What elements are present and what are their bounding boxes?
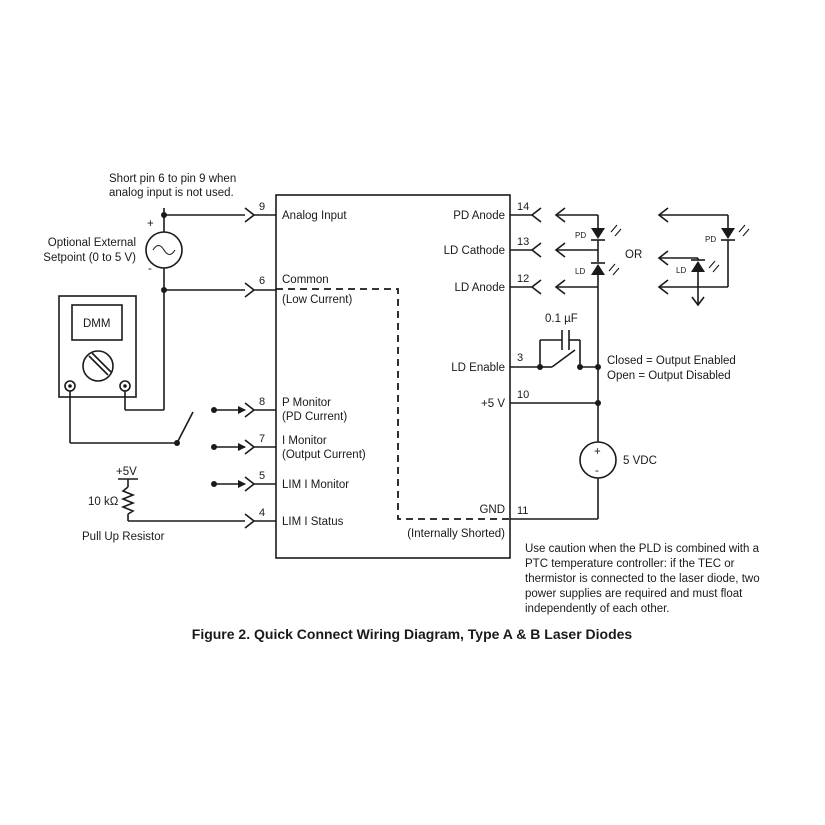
short-pin-note-line-2: analog input is not used.: [109, 187, 234, 199]
selector-contacts: [211, 406, 246, 488]
right-pin-11: 11 GND (Internally Shorted): [407, 504, 598, 540]
pin-number: 13: [517, 236, 529, 248]
dmm-body: [58, 295, 137, 398]
pin-label: LD Cathode: [444, 245, 505, 257]
left-pin-8: 8 P Monitor (PD Current): [244, 396, 347, 423]
pin-number: 6: [259, 275, 265, 287]
pullup-label: Pull Up Resistor: [82, 531, 165, 543]
dmm-dial: [82, 350, 114, 382]
pin-label: Analog Input: [282, 210, 347, 222]
capacitor-label: 0.1 µF: [545, 313, 578, 325]
dmm-meter: DMM: [58, 295, 194, 446]
svg-text:Use caution when the PLD is co: Use caution when the PLD is combined wit…: [525, 543, 760, 555]
dmm-display: [71, 304, 123, 341]
pin-number: 11: [517, 505, 528, 517]
setpoint-label-line-1: Optional External: [48, 237, 136, 249]
pin-label: LD Enable: [451, 362, 505, 374]
power-supply: + - 5 VDC: [579, 400, 657, 519]
pin-label-2: (Low Current): [282, 294, 352, 306]
right-pin-13: 13 LD Cathode: [444, 236, 542, 258]
pin-label-2: (PD Current): [282, 411, 347, 423]
svg-text:thermistor is connected to the: thermistor is connected to the laser dio…: [525, 573, 760, 585]
right-pin-14: 14 PD Anode: [453, 201, 542, 223]
figure-caption: Figure 2. Quick Connect Wiring Diagram, …: [192, 626, 633, 642]
svg-text:power supplies are required an: power supplies are required and must flo…: [525, 588, 743, 600]
resistor-symbol: [120, 486, 136, 515]
pin-label: LIM I Monitor: [282, 479, 349, 491]
resistor-value: 10 kΩ: [88, 496, 119, 508]
source-plus: +: [147, 218, 154, 230]
or-label: OR: [625, 249, 642, 261]
pin-number: 8: [259, 396, 265, 408]
left-pin-6: 6 Common (Low Current): [244, 274, 352, 306]
module-box: [275, 194, 511, 559]
short-pin-note-line-1: Short pin 6 to pin 9 when: [109, 173, 236, 185]
pin-label: LIM I Status: [282, 516, 344, 528]
right-pin-12: 12 LD Anode: [454, 273, 542, 295]
svg-text:PTC temperature controller: if: PTC temperature controller: if the TEC o…: [525, 558, 735, 570]
ac-source-symbol: [152, 244, 176, 256]
pin-number: 12: [517, 273, 529, 285]
supply-plus: +: [594, 446, 601, 458]
supply-label: 5 VDC: [623, 455, 657, 467]
left-pin-4: 4 LIM I Status: [244, 507, 344, 529]
pin-label: I Monitor: [282, 435, 327, 447]
right-pin-10: 10 +5 V: [481, 389, 598, 410]
plus5v-label: +5V: [116, 466, 137, 478]
left-pin-9: 9 Analog Input: [244, 201, 347, 223]
alt-pd-label: PD: [705, 235, 716, 244]
pin-number: 5: [259, 470, 265, 482]
caution-note: Use caution when the PLD is combined wit…: [525, 543, 760, 615]
pin-label-2: (Output Current): [282, 449, 366, 461]
setpoint-label-line-2: Setpoint (0 to 5 V): [43, 252, 136, 264]
pin-number: 10: [517, 389, 529, 401]
gnd-note: (Internally Shorted): [407, 528, 505, 540]
pin-label: GND: [479, 504, 505, 516]
pd-diode-symbol: [591, 228, 605, 239]
alternate-diode-network: PD LD: [657, 207, 750, 307]
laser-diode-network: PD LD OR: [554, 207, 642, 403]
pin-number: 9: [259, 201, 265, 213]
internal-short-dashed-line: [276, 288, 510, 520]
pin-label: LD Anode: [454, 282, 505, 294]
dmm-label: DMM: [83, 318, 110, 330]
selector-switch-lever: [176, 411, 194, 444]
pin-label: P Monitor: [282, 397, 331, 409]
open-label: Open = Output Disabled: [607, 370, 731, 382]
ld-diode-symbol: [591, 264, 605, 275]
svg-text:independently of each other.: independently of each other.: [525, 603, 670, 615]
left-pin-7: 7 I Monitor (Output Current): [244, 433, 366, 461]
pin-label: Common: [282, 274, 329, 286]
pin-number: 7: [259, 433, 265, 445]
enable-switch-network: 0.1 µF Closed = Output Enabled Open = Ou…: [537, 313, 736, 382]
pin-number: 3: [517, 352, 523, 364]
pd-label: PD: [575, 231, 586, 240]
closed-label: Closed = Output Enabled: [607, 355, 736, 367]
pin-number: 4: [259, 507, 265, 519]
supply-minus: -: [595, 465, 599, 477]
alt-ld-label: LD: [676, 266, 686, 275]
left-pin-5: 5 LIM I Monitor: [244, 470, 349, 492]
pin-label: PD Anode: [453, 210, 505, 222]
source-minus: -: [148, 263, 152, 275]
pin-number: 14: [517, 201, 529, 213]
right-pin-3: 3 LD Enable: [451, 352, 540, 374]
pin-label: +5 V: [481, 398, 505, 410]
setpoint-source: + - Optional External Setpoint (0 to 5 V…: [43, 208, 245, 410]
ld-label: LD: [575, 267, 585, 276]
enable-switch-lever: [551, 349, 576, 368]
pull-up-resistor: +5V 10 kΩ Pull Up Resistor: [82, 466, 245, 543]
